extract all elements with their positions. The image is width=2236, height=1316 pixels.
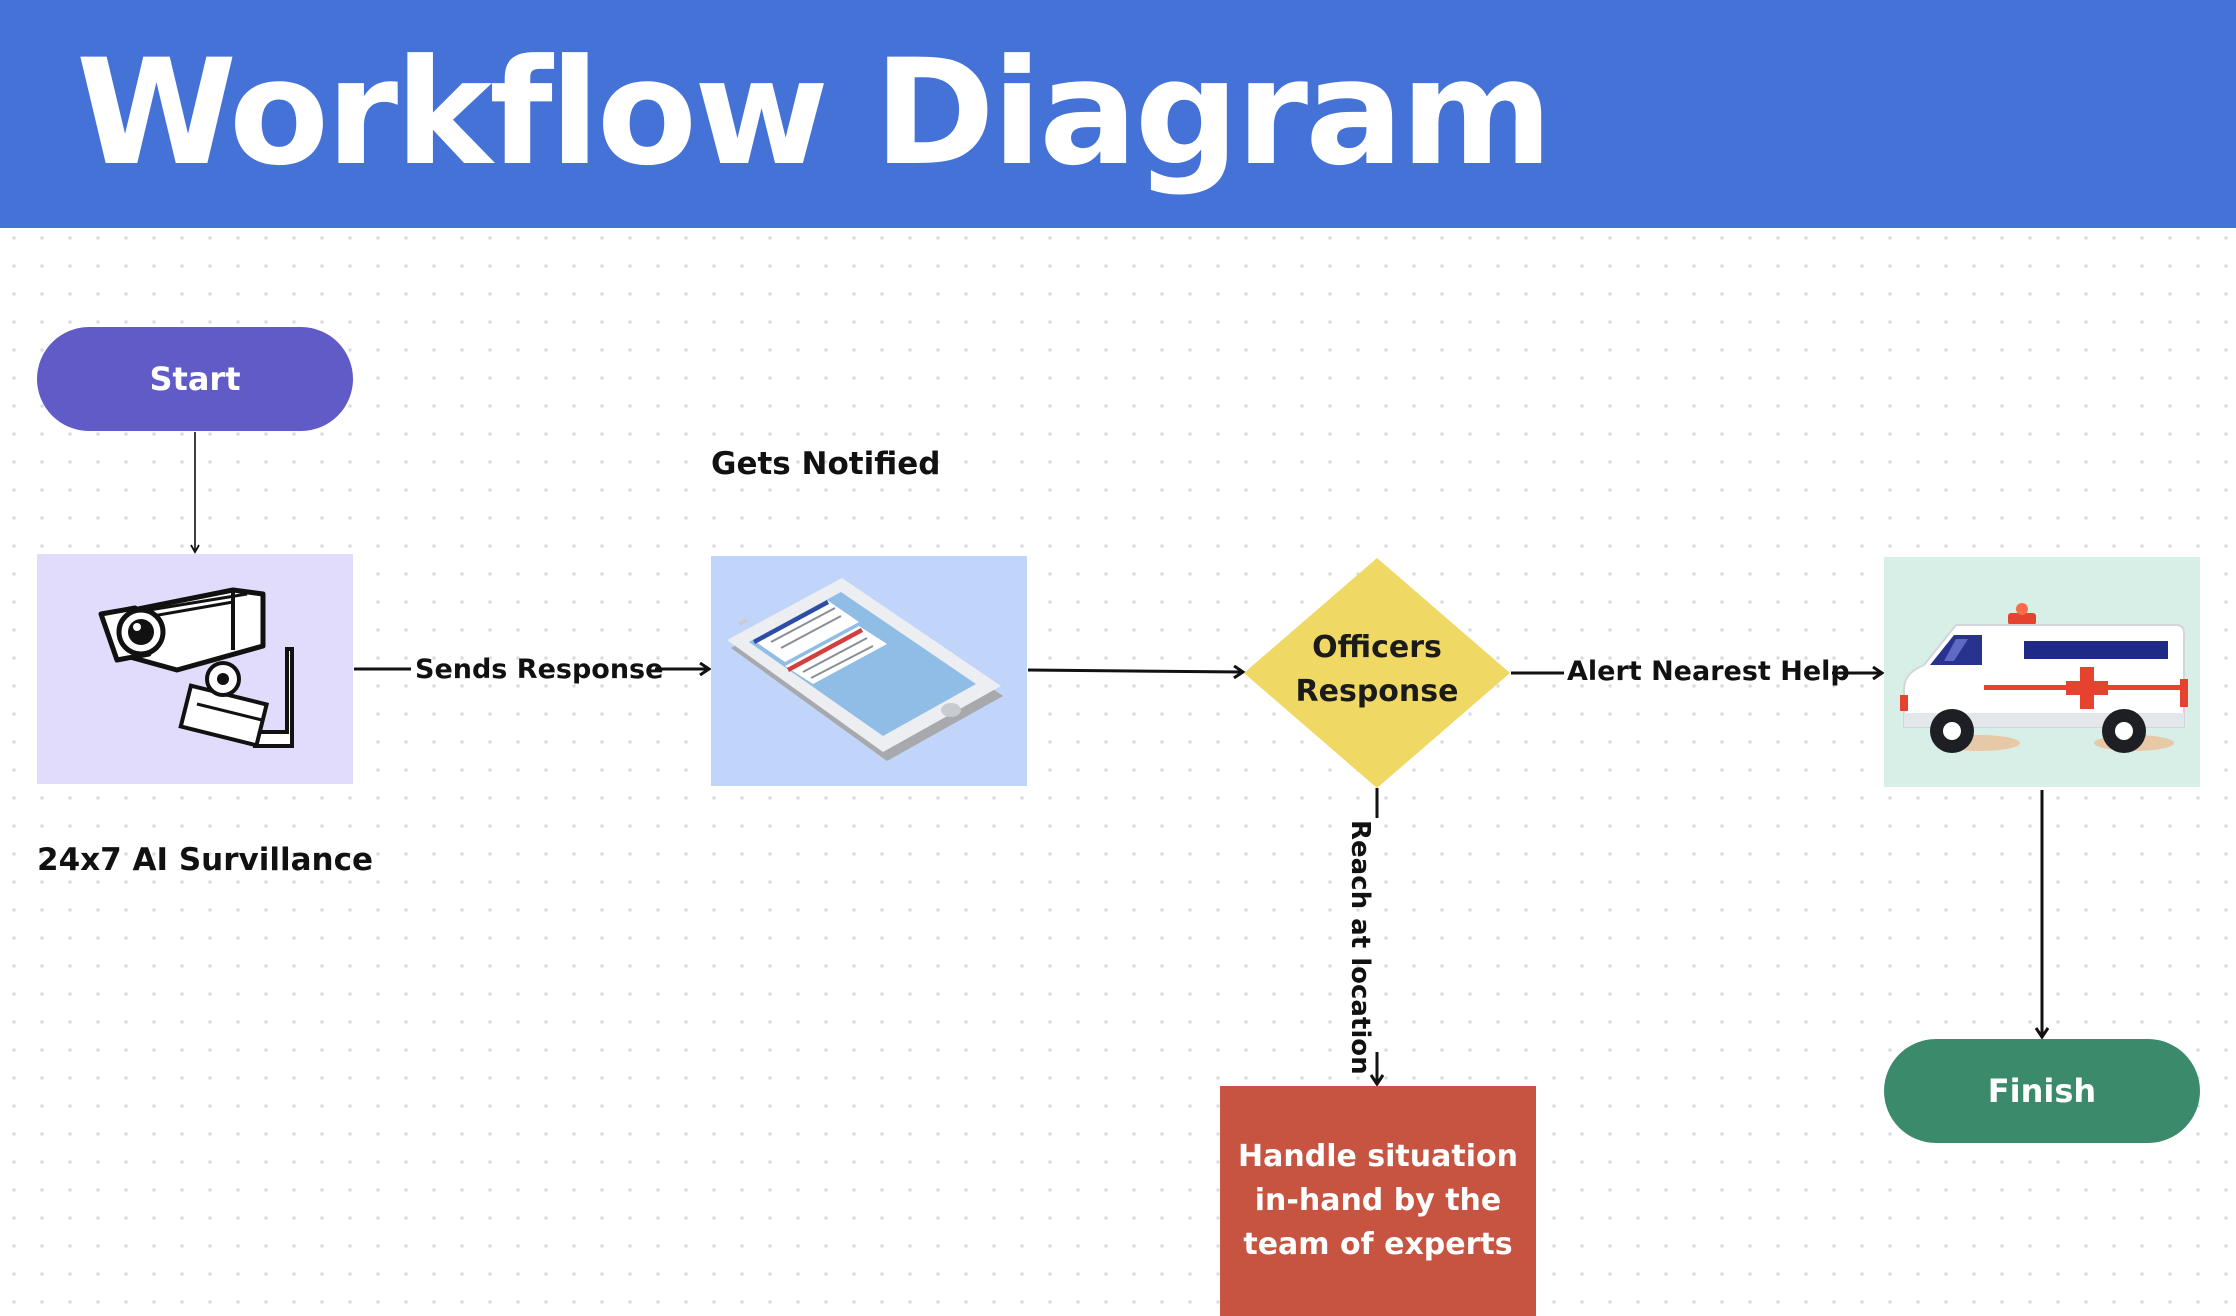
notified-node[interactable] — [711, 556, 1027, 786]
decision-line2: Response — [1295, 674, 1459, 709]
edge-label-alert-nearest-help: Alert Nearest Help — [1567, 656, 1850, 687]
ambulance-icon — [1900, 603, 2188, 753]
decision-line1: Officers — [1312, 630, 1442, 665]
finish-label: Finish — [1987, 1072, 2097, 1110]
security-camera-icon — [98, 587, 294, 748]
surveillance-caption: 24x7 AI Survillance — [37, 842, 373, 878]
decision-label: Officers Response — [1247, 626, 1507, 714]
edge-label-reach-at-location: Reach at location — [1345, 820, 1375, 1075]
edge-label-sends-response: Sends Response — [415, 654, 664, 685]
header-bar: Workflow Diagram — [0, 0, 2236, 228]
page-title: Workflow Diagram — [76, 28, 1553, 198]
notified-caption: Gets Notified — [711, 446, 941, 482]
handle-situation-node[interactable]: Handle situation in-hand by the team of … — [1220, 1086, 1536, 1316]
finish-node[interactable]: Finish — [1884, 1039, 2200, 1143]
surveillance-node[interactable] — [37, 554, 353, 784]
start-node[interactable]: Start — [37, 327, 353, 431]
start-label: Start — [149, 360, 241, 398]
decision-diamond[interactable] — [1244, 558, 1510, 788]
edge-notified-to-decision — [1027, 670, 1243, 672]
ambulance-node[interactable] — [1884, 557, 2200, 787]
tablet-notification-icon — [727, 578, 1003, 761]
